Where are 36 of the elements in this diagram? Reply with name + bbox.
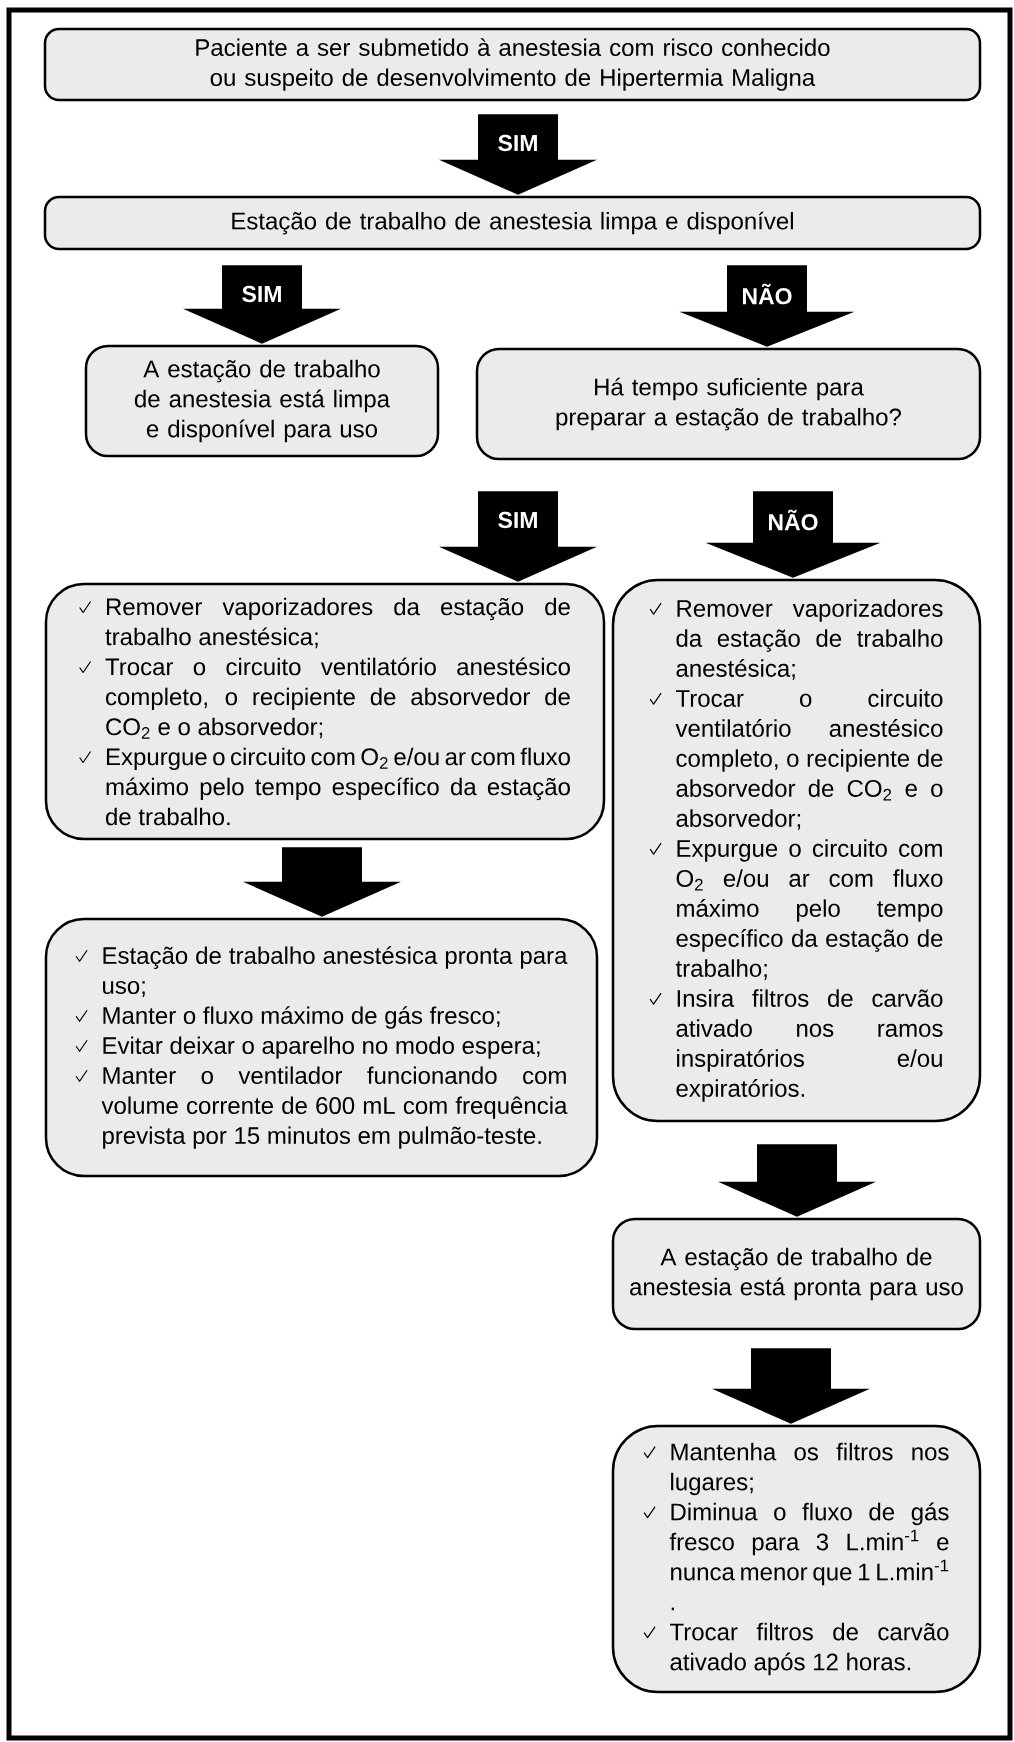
block-arrow xyxy=(243,847,401,917)
process-box xyxy=(475,347,982,461)
process-box xyxy=(43,27,982,102)
process-box xyxy=(43,195,982,251)
block-arrow xyxy=(183,265,341,344)
block-arrow xyxy=(718,1144,876,1217)
list-item: Remover vaporizadores da estação de trabalho anestésica; xyxy=(676,599,943,680)
box-text: A estação de trabalho de anestesia está limpa e disponível para uso xyxy=(134,359,390,443)
box-text: Paciente a ser submetido à anestesia com risco conhecido ou suspeito de desenvolvimento de Hipertermia Maligna xyxy=(196,38,830,91)
checklist-box xyxy=(611,1424,982,1694)
list-item: Trocar o circuito ventilatório anestésico completo, o recipiente de absorvedor de CO$_{2}$ e o absorvedor; xyxy=(675,689,943,830)
list-item: Mantenha os filtros nos lugares; xyxy=(671,1442,949,1496)
block-arrow xyxy=(712,1348,870,1424)
checklist-box xyxy=(611,578,982,1123)
box-text: A estação de trabalho de anestesia está pronta para uso xyxy=(630,1247,963,1301)
box-text: Há tempo suficiente para preparar a estação de trabalho? xyxy=(556,377,901,431)
list-item: Remover vaporizadores da estação de trabalho anestésica; xyxy=(105,597,570,649)
checklist-box xyxy=(44,917,599,1178)
list-item: Insira filtros de carvão ativado nos ramos inspiratórios e/ou expiratórios. xyxy=(676,989,943,1102)
block-arrow xyxy=(439,491,597,582)
process-box xyxy=(84,344,440,458)
list-item: Manter o fluxo máximo de gás fresco; xyxy=(103,1006,500,1029)
list-item: Trocar o circuito ventilatório anestésico completo, o recipiente de absorvedor de CO$_{2}$ e o absorvedor; xyxy=(105,657,570,739)
list-item: Manter o ventilador funcionando com volume corrente de 600 mL com frequência prevista por 15 minutos em pulmão-teste. xyxy=(101,1066,568,1149)
block-arrow xyxy=(439,114,597,195)
list-item: Expurgue o circuito com O$_{2}$ e/ou ar com fluxo máximo pelo tempo específico da estação de trabalho; xyxy=(675,839,943,980)
edge-label: NÃO xyxy=(766,508,820,532)
list-item: Diminua o fluxo de gás fresco para 3 L.min$^{-1}$ e nunca menor que 1 L.min$^{-1}$ . xyxy=(669,1502,949,1611)
list-item: Expurgue o circuito com O$_{2}$ e/ou ar com fluxo máximo pelo tempo específico da estação de trabalho. xyxy=(106,747,570,826)
list-item: Evitar deixar o aparelho no modo espera; xyxy=(103,1036,540,1059)
list-item: Trocar filtros de carvão ativado após 12 horas. xyxy=(670,1622,949,1676)
edge-label: NÃO xyxy=(740,282,794,306)
process-box xyxy=(611,1217,982,1331)
box-text: Estação de trabalho de anestesia limpa e disponível xyxy=(232,211,793,235)
checklist-box xyxy=(44,582,606,841)
list-item: Estação de trabalho anestésica pronta para uso; xyxy=(103,946,568,997)
